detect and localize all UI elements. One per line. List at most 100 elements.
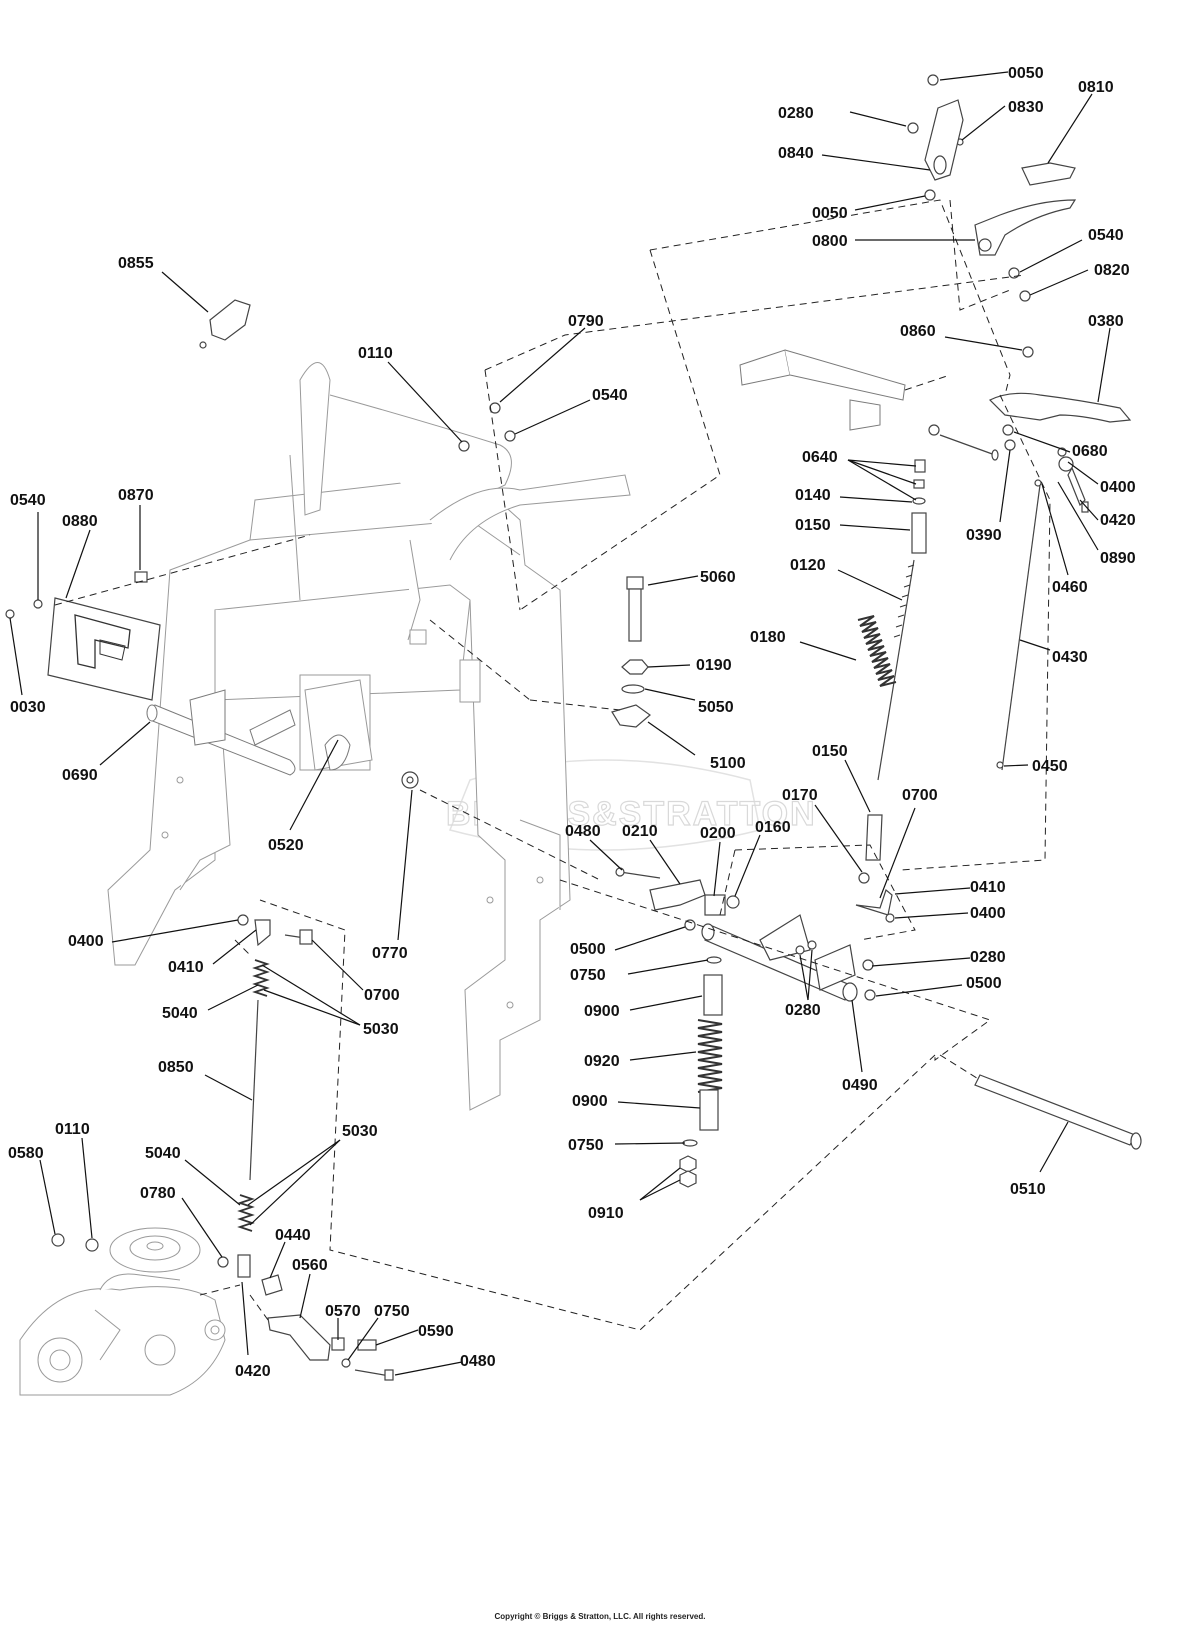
- lever-0380: [988, 392, 1132, 513]
- callout-label: 0700: [902, 787, 938, 804]
- callout-label: 0440: [275, 1227, 311, 1244]
- callout-label: 0690: [62, 767, 98, 784]
- callout-0860: 0860: [900, 323, 1023, 351]
- callout-label: 0570: [325, 1303, 361, 1320]
- transaxle-ghost: [19, 1227, 226, 1396]
- callout-label: 5050: [698, 699, 734, 716]
- callout-label: 0110: [358, 345, 393, 362]
- callout-0150-a: 0150: [795, 517, 911, 534]
- callout-0840: 0840: [778, 145, 931, 171]
- callout-label: 0420: [235, 1363, 271, 1380]
- callout-label: 0450: [1032, 758, 1068, 775]
- callout-label: 0170: [782, 787, 818, 804]
- callout-label: 0120: [790, 557, 826, 574]
- callout-label: 0190: [696, 657, 732, 674]
- callout-label: 0540: [10, 492, 46, 509]
- callout-label: 5030: [342, 1123, 378, 1140]
- cross-shaft-0690: [146, 689, 351, 776]
- callout-label: 0110: [55, 1121, 90, 1138]
- callout-0500-b: 0500: [875, 975, 1002, 997]
- callout-0140: 0140: [795, 487, 913, 504]
- callout-label: 0490: [842, 1077, 878, 1094]
- callout-label: 0400: [1100, 479, 1136, 496]
- callout-0880: 0880: [62, 513, 98, 599]
- callout-label: 0860: [900, 323, 936, 340]
- callout-label: 0480: [565, 823, 601, 840]
- callout-label: 0280: [778, 105, 814, 122]
- callout-label: 5040: [145, 1145, 181, 1162]
- callout-0800: 0800: [812, 233, 975, 250]
- callout-label: 0180: [750, 629, 786, 646]
- callout-label: 0910: [588, 1205, 624, 1222]
- callout-label: 0880: [62, 513, 98, 530]
- callout-label: 0160: [755, 819, 791, 836]
- callout-0810: 0810: [1047, 79, 1114, 164]
- callout-label: 0810: [1078, 79, 1114, 96]
- lever-parts: [907, 74, 1077, 358]
- callout-label: 0640: [802, 449, 838, 466]
- upper-bracket: [739, 349, 999, 461]
- callout-label: 0830: [1008, 99, 1044, 116]
- callout-label: 0150: [795, 517, 831, 534]
- callout-0280-c: 0280: [785, 949, 821, 1019]
- callout-label: 0030: [10, 699, 46, 716]
- callout-label: 5060: [700, 569, 736, 586]
- callout-0280-b: 0280: [871, 949, 1006, 967]
- callout-label: 0700: [364, 987, 400, 1004]
- rod-0120: [858, 459, 927, 884]
- callout-0490: 0490: [842, 999, 878, 1094]
- callout-0030: 0030: [9, 617, 46, 716]
- callout-label: 0855: [118, 255, 154, 272]
- callout-label: 0850: [158, 1059, 194, 1076]
- callout-label: 0430: [1052, 649, 1088, 666]
- callout-label: 0400: [970, 905, 1006, 922]
- spring-0180: [857, 615, 897, 687]
- callout-0750-b: 0750: [568, 1137, 686, 1154]
- callout-0200: 0200: [700, 825, 736, 897]
- callout-0050-b: 0050: [812, 195, 926, 222]
- callout-label: 0900: [584, 1003, 620, 1020]
- callout-label: 0890: [1100, 550, 1136, 567]
- callout-label: 0520: [268, 837, 304, 854]
- frame-assembly: [107, 362, 631, 1111]
- callout-label: 0390: [966, 527, 1002, 544]
- callout-5100: 5100: [647, 721, 746, 772]
- callout-0170: 0170: [782, 787, 863, 873]
- callout-0820: 0820: [1029, 262, 1130, 296]
- callout-0590: 0590: [375, 1323, 454, 1346]
- callout-0910: 0910: [588, 1167, 681, 1222]
- callout-label: 0280: [970, 949, 1006, 966]
- callout-0855: 0855: [118, 255, 209, 313]
- callout-0380: 0380: [1088, 313, 1124, 403]
- callout-0440: 0440: [269, 1227, 311, 1279]
- callout-0410-b: 0410: [168, 929, 257, 976]
- callout-5040-a: 5040: [162, 984, 259, 1022]
- callout-0830: 0830: [961, 99, 1044, 141]
- callouts: 0050 0280 0830 0810 0840 0050 0800 0540 …: [8, 65, 1136, 1380]
- callout-0780: 0780: [140, 1185, 223, 1258]
- callout-label: 0210: [622, 823, 658, 840]
- callout-label: 0460: [1052, 579, 1088, 596]
- callout-0540-b: 0540: [514, 387, 628, 435]
- callout-label: 0380: [1088, 313, 1124, 330]
- callout-label: 0410: [970, 879, 1006, 896]
- callout-label: 0900: [572, 1093, 608, 1110]
- callout-label: 0750: [374, 1303, 410, 1320]
- callout-5040-b: 5040: [145, 1145, 241, 1206]
- callout-label: 0770: [372, 945, 408, 962]
- callout-label: 0050: [812, 205, 848, 222]
- pin-0510: [974, 1074, 1142, 1150]
- callout-0430: 0430: [1019, 639, 1088, 666]
- callout-0700-a: 0700: [879, 787, 938, 899]
- callout-label: 0150: [812, 743, 848, 760]
- rod-0430: [996, 479, 1042, 771]
- callout-0190: 0190: [647, 657, 732, 674]
- callout-label: 0420: [1100, 512, 1136, 529]
- callout-label: 0540: [592, 387, 628, 404]
- callout-label: 0500: [570, 941, 606, 958]
- callout-label: 0510: [1010, 1181, 1046, 1198]
- callout-0690: 0690: [62, 721, 151, 784]
- spring-stack: [679, 956, 723, 1188]
- callout-label: 0870: [118, 487, 154, 504]
